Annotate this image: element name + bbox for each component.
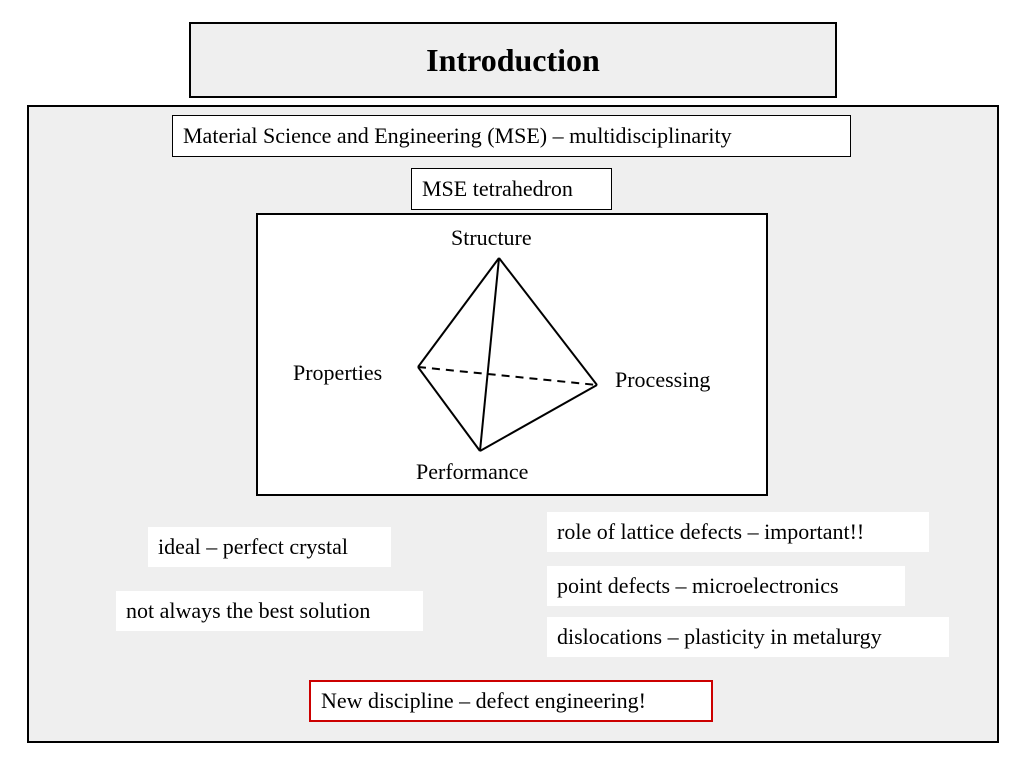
conclusion-box: New discipline – defect engineering! xyxy=(309,680,713,722)
page-title: Introduction xyxy=(426,41,600,78)
diagram-caption-box: MSE tetrahedron xyxy=(411,168,612,210)
vertex-label-structure: Structure xyxy=(451,225,532,250)
note-point-defects-text: point defects – microelectronics xyxy=(557,573,839,598)
note-dislocations: dislocations – plasticity in metalurgy xyxy=(547,617,949,657)
edge-properties-performance xyxy=(417,366,481,452)
note-not-best-solution: not always the best solution xyxy=(116,591,423,631)
note-point-defects: point defects – microelectronics xyxy=(547,566,905,606)
vertex-label-properties: Properties xyxy=(293,360,383,385)
vertex-label-performance: Performance xyxy=(416,459,529,484)
tetrahedron-diagram: Structure Properties Processing Performa… xyxy=(256,213,768,496)
edge-structure-performance xyxy=(479,257,500,452)
header-box-text: Material Science and Engineering (MSE) –… xyxy=(183,123,732,148)
header-box: Material Science and Engineering (MSE) –… xyxy=(172,115,851,157)
edge-processing-performance xyxy=(479,384,598,452)
conclusion-text: New discipline – defect engineering! xyxy=(321,688,646,713)
note-not-best-solution-text: not always the best solution xyxy=(126,598,371,623)
tetrahedron-drawing xyxy=(417,257,598,452)
note-ideal-crystal: ideal – perfect crystal xyxy=(148,527,391,567)
note-lattice-defects: role of lattice defects – important!! xyxy=(547,512,929,552)
edge-properties-processing-hidden xyxy=(417,366,598,386)
title-box: Introduction xyxy=(189,22,837,98)
note-lattice-defects-text: role of lattice defects – important!! xyxy=(557,519,865,544)
vertex-label-processing: Processing xyxy=(615,367,711,392)
diagram-caption: MSE tetrahedron xyxy=(422,176,573,201)
note-ideal-crystal-text: ideal – perfect crystal xyxy=(158,534,348,559)
note-dislocations-text: dislocations – plasticity in metalurgy xyxy=(557,624,882,649)
edge-structure-properties xyxy=(417,257,500,368)
edge-structure-processing xyxy=(498,257,598,386)
